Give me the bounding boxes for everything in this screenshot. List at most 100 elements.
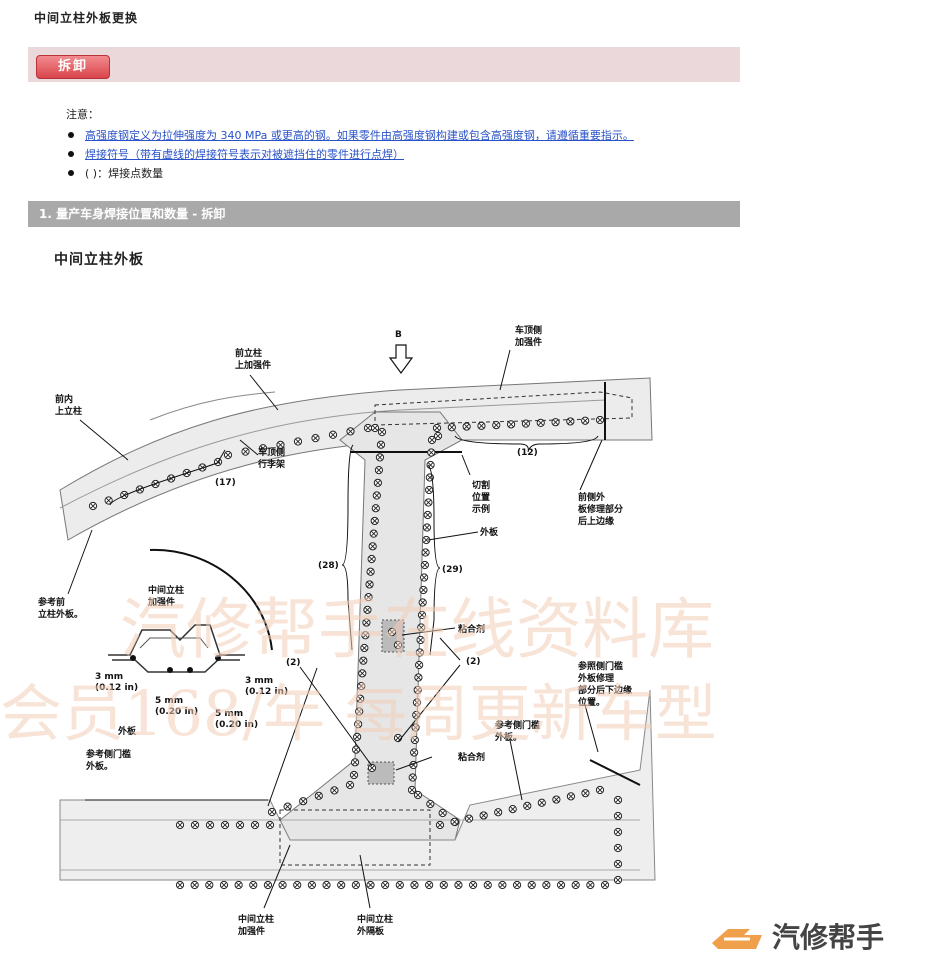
- weld-cross-icon: [411, 749, 417, 756]
- label-dim-3mm-left-2: (0.12 in): [95, 683, 138, 693]
- label-dim-5mm-left-2: (0.20 in): [155, 707, 198, 717]
- weld-cross-icon: [265, 882, 271, 888]
- weld-cross-icon: [409, 787, 415, 793]
- weld-cross-icon: [356, 708, 362, 714]
- label-front-side-repair-1: 前侧外: [578, 491, 605, 503]
- section-weld-icon: [167, 667, 173, 673]
- weld-cross-icon: [192, 822, 198, 828]
- weld-cross-icon: [260, 445, 266, 451]
- weld-cross-icon: [428, 449, 434, 456]
- note-link-weld-symbol[interactable]: 焊接符号（带有虚线的焊接符号表示对被遮挡住的零件进行点焊）: [85, 148, 404, 161]
- weld-cross-icon: [177, 882, 183, 888]
- weld-cross-icon: [368, 569, 374, 575]
- watermark-line-1: 汽修帮手在线资料库: [120, 591, 714, 668]
- label-front-side-repair-2: 板修理部分: [578, 503, 623, 515]
- weld-cross-icon: [553, 419, 559, 425]
- weld-cross-icon: [90, 503, 96, 509]
- weld-cross-icon: [434, 425, 440, 431]
- brace-marks: [109, 435, 599, 656]
- weld-cross-icon: [615, 829, 621, 835]
- weld-cross-icon: [597, 787, 603, 793]
- view-arrow-label: B: [395, 330, 402, 340]
- weld-cross-icon: [455, 882, 461, 888]
- weld-cross-icon: [294, 882, 300, 888]
- weld-cross-icon: [573, 882, 579, 888]
- weld-cross-icon: [353, 747, 359, 753]
- label-count-2-right: (2): [466, 657, 481, 667]
- weld-cross-icon: [236, 882, 242, 888]
- brand-logo: 汽修帮手: [710, 915, 940, 957]
- weld-cross-icon: [539, 800, 545, 806]
- weld-cross-icon: [420, 587, 426, 593]
- weld-cross-icon: [529, 882, 535, 888]
- weld-cross-icon: [411, 882, 418, 888]
- weld-cross-icon: [372, 425, 378, 431]
- weld-cross-icon: [351, 772, 357, 778]
- weld-cross-icon: [514, 882, 520, 888]
- weld-cross-icon: [437, 822, 443, 828]
- weld-cross-icon: [470, 882, 476, 888]
- weld-cross-icon: [422, 562, 428, 568]
- weld-cross-icon: [371, 531, 377, 537]
- label-front-pillar-upper-2: 上加强件: [235, 359, 271, 371]
- weld-cross-icon: [538, 420, 544, 426]
- remove-button[interactable]: 拆卸: [36, 55, 110, 79]
- weld-cross-icon: [376, 467, 382, 473]
- note-weld-count: ( )：焊接点数量: [85, 167, 164, 180]
- section-outer-profile: [108, 624, 245, 656]
- weld-cross-icon: [225, 452, 231, 458]
- weld-cross-icon: [252, 822, 258, 828]
- label-front-inner-upper-1: 前内: [55, 393, 73, 405]
- weld-cross-icon: [267, 822, 273, 828]
- weld-cross-icon: [441, 882, 447, 888]
- weld-cross-icon: [419, 612, 425, 618]
- weld-cross-icon: [354, 734, 360, 740]
- weld-cross-icon: [365, 425, 371, 431]
- weld-cross-icon: [420, 599, 426, 606]
- label-ref-sill-repair-3: 部分后下边缘: [578, 684, 632, 696]
- weld-cross-icon: [602, 882, 608, 888]
- weld-cross-icon: [615, 877, 621, 883]
- notes-list: 高强度钢定义为拉伸强度为 340 MPa 或更高的钢。如果零件由高强度钢构建或包…: [66, 127, 634, 184]
- bullet-icon: [68, 151, 74, 157]
- weld-cross-icon: [464, 424, 470, 430]
- weld-cross-icon: [415, 674, 421, 681]
- diagram-title: 中间立柱外板: [54, 252, 144, 268]
- weld-cross-icon: [357, 696, 363, 702]
- weld-cross-icon: [449, 424, 455, 430]
- weld-cross-icon: [582, 790, 588, 796]
- weld-cross-icon: [478, 423, 484, 429]
- label-section-outer: 外板: [117, 725, 137, 737]
- weld-cross-icon: [418, 637, 424, 643]
- weld-cross-icon: [312, 435, 319, 441]
- label-front-pillar-upper-1: 前立柱: [235, 347, 262, 359]
- weld-cross-icon: [363, 620, 369, 626]
- weld-cross-icon: [558, 882, 564, 888]
- weld-cross-icon: [352, 759, 358, 765]
- weld-cross-icon: [481, 812, 487, 818]
- weld-cross-icon: [360, 658, 366, 664]
- label-ref-sill-repair-1: 参照侧门槛: [578, 660, 623, 672]
- label-roof-rail-1: 车顶侧: [258, 446, 285, 458]
- weld-cross-icon: [427, 474, 433, 481]
- weld-cross-icon: [615, 845, 621, 851]
- label-cut-example-1: 切割: [472, 479, 490, 491]
- note-item: 高强度钢定义为拉伸强度为 340 MPa 或更高的钢。如果零件由高强度钢构建或包…: [66, 127, 634, 146]
- label-outer-panel: 外板: [479, 526, 499, 538]
- section-reinforcement-profile: [139, 637, 209, 649]
- center-pillar-diagram: B 车顶侧 加强件 前立: [0, 324, 717, 937]
- weld-cross-icon: [347, 428, 354, 434]
- weld-cross-icon: [389, 629, 395, 635]
- weld-cross-icon: [426, 487, 432, 493]
- roof-rail-panel: [59, 377, 653, 541]
- weld-cross-icon: [426, 882, 432, 888]
- weld-cross-icon: [423, 537, 429, 543]
- label-ref-sill-right-2: 外板。: [494, 731, 522, 743]
- note-link-high-strength-steel[interactable]: 高强度钢定义为拉伸强度为 340 MPa 或更高的钢。如果零件由高强度钢构建或包…: [85, 129, 634, 142]
- weld-points: [88, 415, 623, 890]
- page-title: 中间立柱外板更换: [34, 11, 139, 25]
- weld-cross-icon: [499, 882, 505, 888]
- notes-block: 注意： 高强度钢定义为拉伸强度为 340 MPa 或更高的钢。如果零件由高强度钢…: [66, 106, 634, 184]
- weld-cross-icon: [415, 792, 421, 798]
- roof-upper-reinforcement: [149, 391, 276, 421]
